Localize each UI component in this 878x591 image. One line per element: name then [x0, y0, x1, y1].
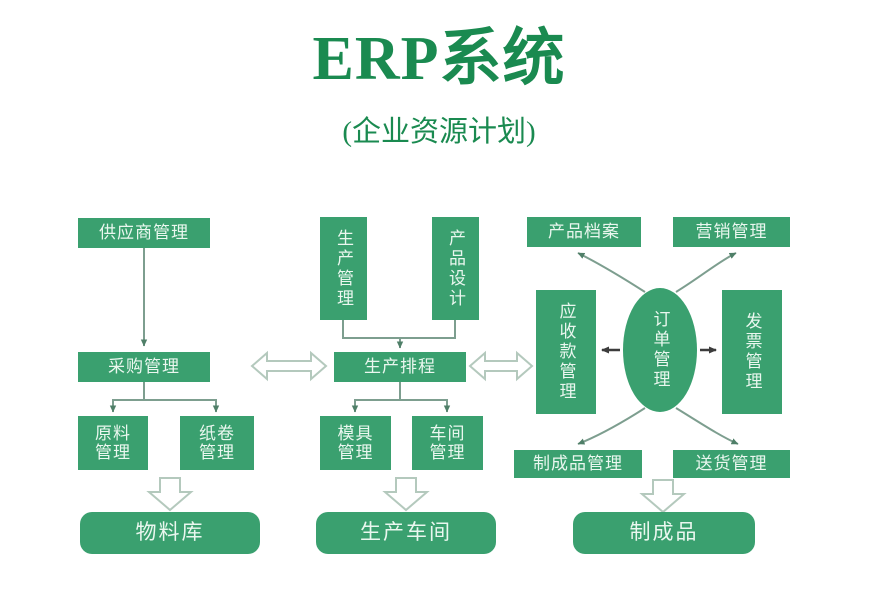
purchasing-scheduling-double-arrow: [250, 350, 328, 382]
node-label: 制成品: [629, 520, 699, 545]
node-label: 产品设计: [446, 228, 466, 309]
node-delivery-management[interactable]: 送货管理: [673, 450, 790, 478]
node-label: 模具管理: [337, 423, 374, 462]
node-label: 营销管理: [695, 222, 768, 242]
shops-to-workshop-arrow: [382, 477, 430, 512]
page-title: ERP系统: [312, 25, 566, 93]
node-mold-management[interactable]: 模具管理: [320, 416, 391, 470]
node-material-warehouse[interactable]: 物料库: [80, 512, 260, 554]
node-finished-goods-management[interactable]: 制成品管理: [514, 450, 642, 478]
page-subtitle: (企业资源计划): [342, 116, 536, 148]
node-label: 原料管理: [94, 423, 131, 462]
node-label: 生产管理: [334, 228, 354, 309]
production-to-scheduling-connector: [342, 320, 456, 349]
node-label: 生产车间: [360, 520, 452, 545]
node-label: 发票管理: [742, 312, 762, 392]
node-invoice-management[interactable]: 发票管理: [722, 290, 782, 414]
node-label: 采购管理: [108, 357, 180, 377]
node-production-workshop[interactable]: 生产车间: [316, 512, 496, 554]
node-label: 物料库: [135, 520, 205, 545]
node-product-archive[interactable]: 产品档案: [527, 217, 641, 247]
node-raw-material-management[interactable]: 原料管理: [78, 416, 148, 470]
scheduling-receivables-double-arrow: [468, 350, 534, 382]
node-marketing-management[interactable]: 营销管理: [673, 217, 790, 247]
node-production-scheduling[interactable]: 生产排程: [334, 352, 466, 382]
node-receivables-management[interactable]: 应收款管理: [536, 290, 596, 414]
order-to-upper-curves: [577, 252, 737, 293]
node-label: 生产排程: [364, 357, 436, 377]
node-paper-roll-management[interactable]: 纸卷管理: [180, 416, 254, 470]
node-label: 产品档案: [548, 222, 620, 242]
node-product-design[interactable]: 产品设计: [432, 217, 479, 320]
node-label: 纸卷管理: [198, 423, 235, 462]
node-label: 应收款管理: [556, 302, 576, 402]
node-label: 车间管理: [429, 423, 466, 462]
materials-to-warehouse-arrow: [146, 477, 194, 512]
node-purchasing-management[interactable]: 采购管理: [78, 352, 210, 382]
order-to-lower-curves: [577, 407, 739, 445]
node-production-management[interactable]: 生产管理: [320, 217, 367, 320]
node-finished-products[interactable]: 制成品: [573, 512, 755, 554]
node-order-management[interactable]: 订单管理: [623, 288, 697, 412]
node-label: 送货管理: [695, 454, 768, 474]
scheduling-branch-connector: [351, 382, 451, 413]
node-label: 制成品管理: [533, 454, 623, 474]
node-supplier-management[interactable]: 供应商管理: [78, 218, 210, 248]
node-label: 供应商管理: [99, 223, 189, 243]
node-label: 订单管理: [650, 310, 670, 390]
finished-goods-to-products-arrow: [639, 479, 687, 514]
node-workshop-management[interactable]: 车间管理: [412, 416, 483, 470]
purchasing-branch-connector: [109, 382, 220, 413]
